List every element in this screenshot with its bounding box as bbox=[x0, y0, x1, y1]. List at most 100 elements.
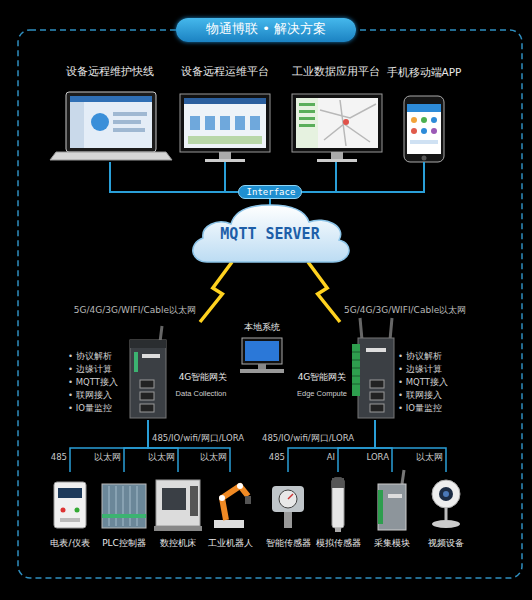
field-device: 采集模块 bbox=[368, 472, 416, 554]
local-system-box: 本地系统 bbox=[236, 322, 288, 376]
device-name: 数控机床 bbox=[154, 538, 202, 548]
gateway-role: Edge Compute bbox=[292, 390, 352, 399]
monitor-image bbox=[331, 152, 343, 160]
laptop-image bbox=[70, 96, 152, 148]
app-box: 工业数据应用平台 bbox=[288, 66, 384, 162]
interface-label: 以太网 bbox=[77, 453, 121, 463]
app-name: 设备远程运维平台 bbox=[175, 66, 275, 79]
wired-link bbox=[148, 420, 178, 472]
wired-link bbox=[148, 420, 230, 472]
monitor-image bbox=[219, 152, 231, 160]
field-device: 工业机器人 bbox=[206, 472, 254, 554]
interface-label: AI bbox=[291, 453, 335, 463]
gateway-device bbox=[370, 380, 384, 388]
feature-bullet: • IO量监控 bbox=[398, 404, 460, 414]
feature-bullet: • MQTT接入 bbox=[68, 378, 130, 388]
phone-image bbox=[410, 140, 438, 144]
gateway-device bbox=[134, 352, 138, 372]
cnc-image bbox=[156, 480, 200, 526]
meter-image bbox=[75, 508, 80, 513]
interface-label: 以太网 bbox=[399, 453, 443, 463]
server-name: MQTT SERVER bbox=[185, 226, 355, 243]
plc-image bbox=[102, 514, 146, 518]
feature-bullet: • 边缘计算 bbox=[68, 365, 130, 375]
monitor-image bbox=[317, 159, 357, 162]
webcam-image bbox=[443, 491, 449, 497]
interface-label: LORA bbox=[345, 453, 389, 463]
monitor-image bbox=[180, 94, 270, 152]
phone-image bbox=[421, 128, 427, 134]
app-name: 设备远程维护快线 bbox=[55, 66, 165, 79]
title-pill: 物通博联 • 解决方案 bbox=[176, 18, 356, 42]
monitor-image bbox=[184, 98, 266, 148]
field-device: 视频设备 bbox=[422, 472, 470, 554]
gauge-sensor-image bbox=[279, 490, 297, 508]
field-device: 智能传感器 bbox=[264, 472, 312, 554]
server-cloud: MQTT SERVER bbox=[185, 204, 355, 264]
robot-image bbox=[222, 486, 248, 520]
feature-bullet: • MQTT接入 bbox=[398, 378, 460, 388]
gateway-device bbox=[130, 340, 166, 418]
webcam-image bbox=[432, 480, 460, 508]
monitor-image bbox=[180, 94, 270, 162]
interface-label: 以太网 bbox=[131, 453, 175, 463]
cnc-image bbox=[154, 526, 202, 531]
computer-image bbox=[258, 364, 266, 369]
app-box: 手机移动端APP bbox=[386, 66, 462, 162]
phone-image bbox=[407, 104, 441, 154]
monitor-image bbox=[292, 94, 382, 162]
dashed-frame bbox=[18, 30, 522, 578]
laptop-image bbox=[70, 96, 152, 102]
robot-image bbox=[214, 520, 244, 528]
wired-link bbox=[302, 162, 336, 192]
cnc-image bbox=[154, 480, 202, 531]
wired-link bbox=[288, 420, 375, 472]
acquisition-module-image bbox=[378, 484, 406, 530]
gateway-box: • 协议解析• 边缘计算• MQTT接入• 联网接入• IO量监控4G智能网关D… bbox=[62, 322, 234, 420]
monitor-image bbox=[299, 103, 315, 106]
gateway-device bbox=[140, 392, 154, 400]
laptop-image bbox=[91, 113, 109, 131]
meter-image bbox=[58, 488, 82, 498]
device-name: 电表/仪表 bbox=[46, 538, 94, 548]
bus-label: 485/IO/wifi/网口/LORA bbox=[152, 434, 244, 444]
feature-bullet: • 联网接入 bbox=[398, 391, 460, 401]
plc-image bbox=[109, 486, 137, 526]
monitor-image bbox=[205, 159, 245, 162]
feature-bullet: • 边缘计算 bbox=[398, 365, 460, 375]
laptop-image bbox=[113, 120, 141, 124]
gateway-name: 4G智能网关 bbox=[292, 372, 352, 382]
app-name: 手机移动端APP bbox=[386, 66, 462, 78]
wireless-link bbox=[200, 262, 232, 322]
robot-image bbox=[219, 495, 225, 501]
interface-label: 485 bbox=[23, 453, 67, 463]
app-name: 工业数据应用平台 bbox=[288, 66, 384, 79]
network-label: 5G/4G/3G/WIFI/Cable以太网 bbox=[344, 305, 494, 315]
computer-image bbox=[245, 341, 279, 361]
computer-image bbox=[242, 338, 282, 364]
interface-pill: Interface bbox=[238, 185, 302, 199]
wireless-link bbox=[308, 262, 340, 322]
gateway-device bbox=[352, 344, 360, 396]
plc-image bbox=[102, 484, 146, 528]
app-box: 设备远程运维平台 bbox=[175, 66, 275, 162]
monitor-image bbox=[343, 119, 349, 125]
monitor-image bbox=[188, 136, 262, 144]
gateway-device bbox=[370, 404, 384, 412]
laptop-image bbox=[66, 92, 156, 152]
wired-link bbox=[338, 420, 375, 472]
plc-image bbox=[102, 484, 146, 528]
laptop-image bbox=[50, 92, 172, 160]
webcam-image bbox=[432, 520, 460, 528]
device-name: 视频设备 bbox=[422, 538, 470, 548]
field-device: 数控机床 bbox=[154, 472, 202, 554]
phone-image bbox=[421, 117, 427, 123]
interface-text: Interface bbox=[239, 187, 303, 197]
gateway-device bbox=[140, 380, 154, 388]
monitor-image bbox=[296, 98, 318, 148]
gateway-device bbox=[140, 404, 154, 412]
